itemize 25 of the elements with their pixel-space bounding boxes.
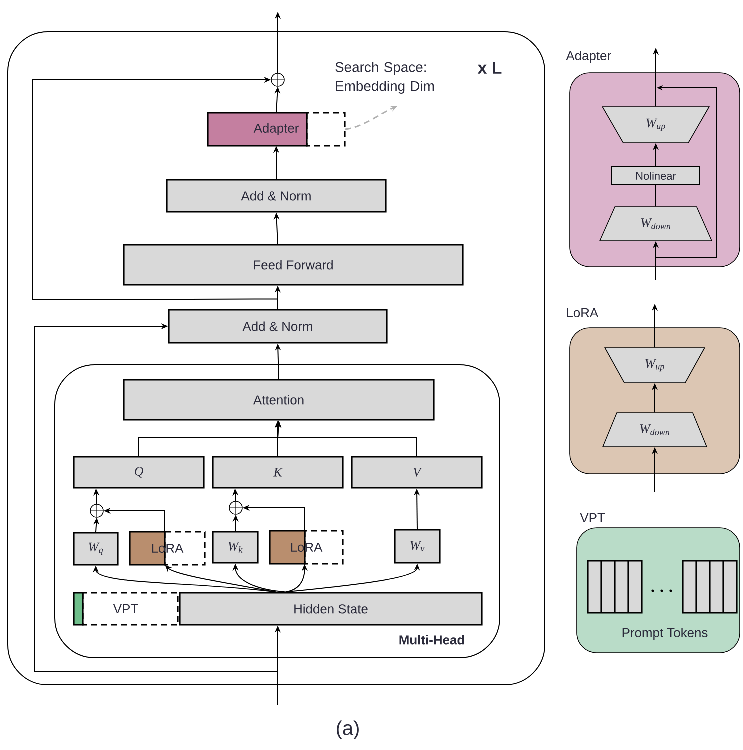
weight-box: W$_{k}$: [212, 531, 259, 564]
hidden-state-box: Hidden State: [179, 592, 483, 626]
arrow: [32, 76, 278, 300]
weight-box: W$_{v}$: [394, 529, 441, 564]
nonlinear-box: Nolinear: [612, 166, 700, 186]
value-box: V: [351, 456, 483, 489]
figure-label: (a): [337, 720, 359, 740]
node-label: LoRA: [567, 308, 599, 318]
vpt-panel: VPT Prompt Tokens: [576, 514, 740, 654]
sum-circle: [271, 73, 285, 87]
query-box: Q: [73, 456, 205, 489]
add-norm-box: Add & Norm: [168, 309, 388, 344]
vpt-box: VPT: [73, 592, 179, 626]
add-norm-box: Add & Norm: [166, 179, 387, 213]
node-label: Adapter: [566, 50, 612, 64]
weight-box: W$_{q}$: [73, 532, 119, 566]
sum-circle: [229, 501, 243, 515]
search-space-note: Search Space: Embedding Dim: [336, 62, 434, 94]
key-box: K: [212, 456, 344, 489]
sum-circle: [90, 504, 104, 518]
node-label: VPT: [580, 514, 606, 522]
adapter-box: Adapter: [207, 112, 346, 147]
feed-forward-box: Feed Forward: [123, 244, 464, 286]
attention-box: Attention: [123, 379, 435, 421]
arrow: [34, 323, 278, 672]
